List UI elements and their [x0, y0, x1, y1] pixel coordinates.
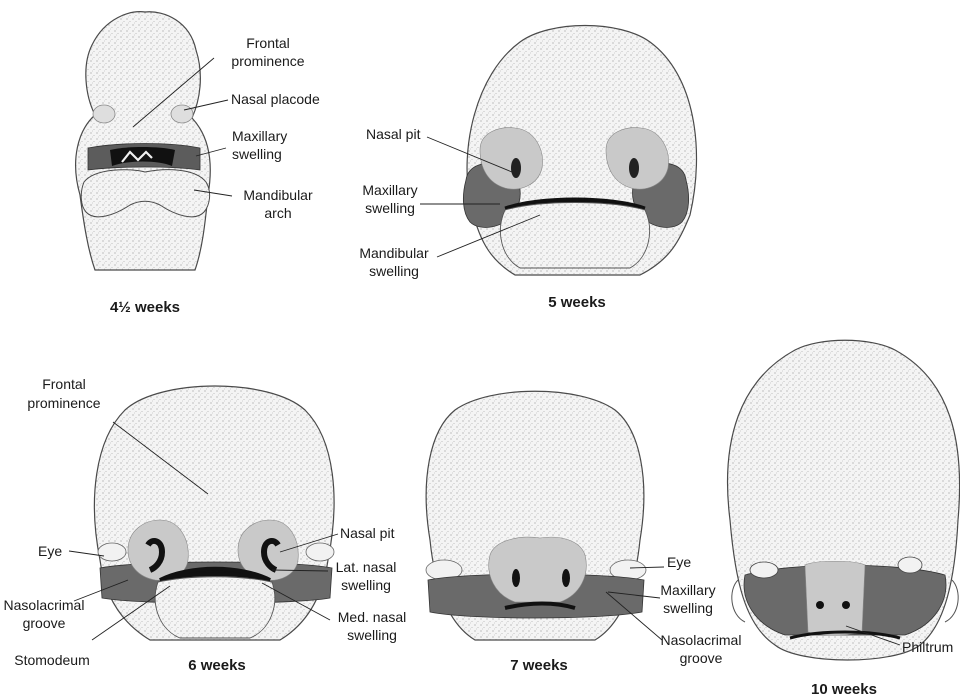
label-philtrum-10: Philtrum	[902, 639, 953, 655]
label-frontal-6: Frontal	[42, 376, 86, 392]
caption-5-weeks: 5 weeks	[548, 294, 606, 311]
eye-right-10	[898, 557, 922, 573]
label-nasolacrimal-6: Nasolacrimal	[4, 597, 85, 613]
mandibular-swelling-5	[500, 203, 649, 269]
label-nasolacrimal-7: Nasolacrimal	[661, 632, 742, 648]
label-eye-7: Eye	[667, 554, 691, 570]
label-lat-nasal-6: Lat. nasal	[336, 559, 397, 575]
nostril-left-7	[512, 569, 520, 587]
philtrum-region-10	[805, 561, 865, 635]
label-maxillary-4-5-line2: swelling	[232, 146, 282, 162]
eye-left-6	[98, 543, 126, 561]
nasal-pit-left-5	[511, 158, 521, 178]
nostril-right-7	[562, 569, 570, 587]
head-outline-4-5-weeks	[76, 12, 211, 270]
embryo-10-weeks: Philtrum 10 weeks	[728, 340, 960, 698]
caption-10-weeks: 10 weeks	[811, 681, 877, 698]
mandibular-6	[155, 577, 275, 638]
eye-right-6	[306, 543, 334, 561]
label-maxillary-5: Maxillary	[362, 182, 417, 198]
label-frontal-6-line2: prominence	[27, 395, 100, 411]
caption-6-weeks: 6 weeks	[188, 657, 246, 674]
label-frontal-4-5: Frontal	[246, 35, 290, 51]
label-med-nasal-6: Med. nasal	[338, 609, 406, 625]
nasal-pit-right-5	[629, 158, 639, 178]
label-nasal-placode: Nasal placode	[231, 91, 320, 107]
embryo-5-weeks: Nasal pit Maxillary swelling Mandibular …	[359, 26, 696, 312]
label-mandibular-arch-line2: arch	[264, 205, 291, 221]
label-med-nasal-6-line2: swelling	[347, 627, 397, 643]
nasal-placode-left	[93, 105, 115, 123]
label-mandibular-5: Mandibular	[359, 245, 429, 261]
label-nasal-pit-5: Nasal pit	[366, 126, 421, 142]
label-lat-nasal-6-line2: swelling	[341, 577, 391, 593]
caption-4-5-weeks: 4½ weeks	[110, 299, 180, 316]
embryo-6-weeks: Frontal prominence Eye Nasolacrimal groo…	[4, 376, 407, 674]
label-mandibular-5-line2: swelling	[369, 263, 419, 279]
label-nasal-pit-6: Nasal pit	[340, 525, 395, 541]
label-maxillary-5-line2: swelling	[365, 200, 415, 216]
label-maxillary-7: Maxillary	[660, 582, 715, 598]
label-maxillary-4-5: Maxillary	[232, 128, 287, 144]
embryo-4-5-weeks: Frontal prominence Nasal placode Maxilla…	[76, 12, 320, 316]
label-stomodeum-6: Stomodeum	[14, 652, 89, 668]
label-maxillary-7-line2: swelling	[663, 600, 713, 616]
label-nasolacrimal-7-line2: groove	[680, 650, 723, 666]
label-nasolacrimal-6-line2: groove	[23, 615, 66, 631]
intermaxillary-7	[489, 537, 587, 602]
nostril-right-10	[842, 601, 850, 609]
nasal-placode-right	[171, 105, 193, 123]
label-frontal-4-5-line2: prominence	[231, 53, 304, 69]
nostril-left-10	[816, 601, 824, 609]
caption-7-weeks: 7 weeks	[510, 657, 568, 674]
label-eye-6: Eye	[38, 543, 62, 559]
label-mandibular-arch: Mandibular	[243, 187, 313, 203]
eye-left-10	[750, 562, 778, 578]
embryo-7-weeks: Eye Maxillary swelling Nasolacrimal groo…	[426, 391, 741, 674]
